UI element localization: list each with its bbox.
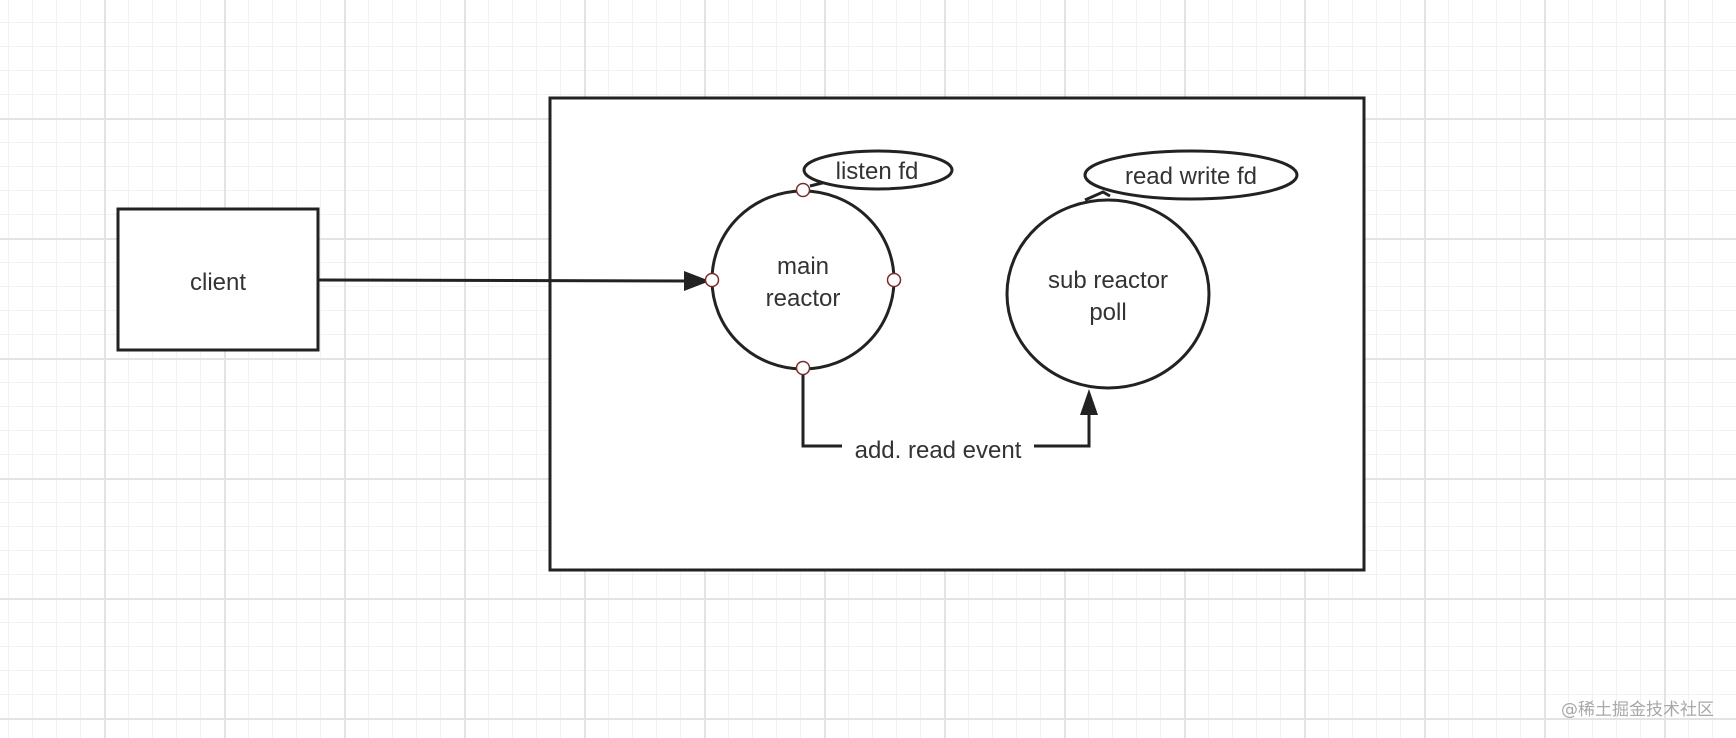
read-write-fd-callout-tail — [1084, 190, 1111, 202]
read-write-fd-callout — [1083, 149, 1299, 201]
client-box — [116, 207, 320, 352]
main-reactor-label-line1: main — [777, 253, 829, 280]
sub-reactor-label-line1: sub reactor — [1048, 267, 1168, 294]
read-write-fd-label: read write fd — [1125, 163, 1257, 190]
main-reactor-label-line2: reactor — [766, 285, 841, 312]
add-read-event-connector-right — [1034, 412, 1091, 448]
main-reactor-right-port[interactable] — [886, 272, 902, 288]
main-reactor-top-port[interactable] — [795, 182, 811, 198]
client-to-main-connector — [317, 278, 691, 283]
listen-fd-label: listen fd — [836, 158, 919, 185]
sub-reactor-label-line2: poll — [1089, 299, 1126, 326]
add-read-event-label: add. read event — [855, 437, 1022, 464]
listen-fd-callout — [802, 149, 954, 191]
client-label: client — [190, 269, 246, 296]
add-read-event-connector-left — [801, 375, 842, 448]
add-read-event-arrowhead — [1080, 389, 1098, 415]
watermark: @稀土掘金技术社区 — [1561, 700, 1714, 720]
sub-reactor-node — [1005, 198, 1211, 390]
client-to-main-arrowhead — [684, 271, 710, 291]
main-reactor-bottom-port[interactable] — [795, 360, 811, 376]
main-reactor-node — [710, 189, 896, 371]
main-reactor-left-port[interactable] — [704, 272, 720, 288]
